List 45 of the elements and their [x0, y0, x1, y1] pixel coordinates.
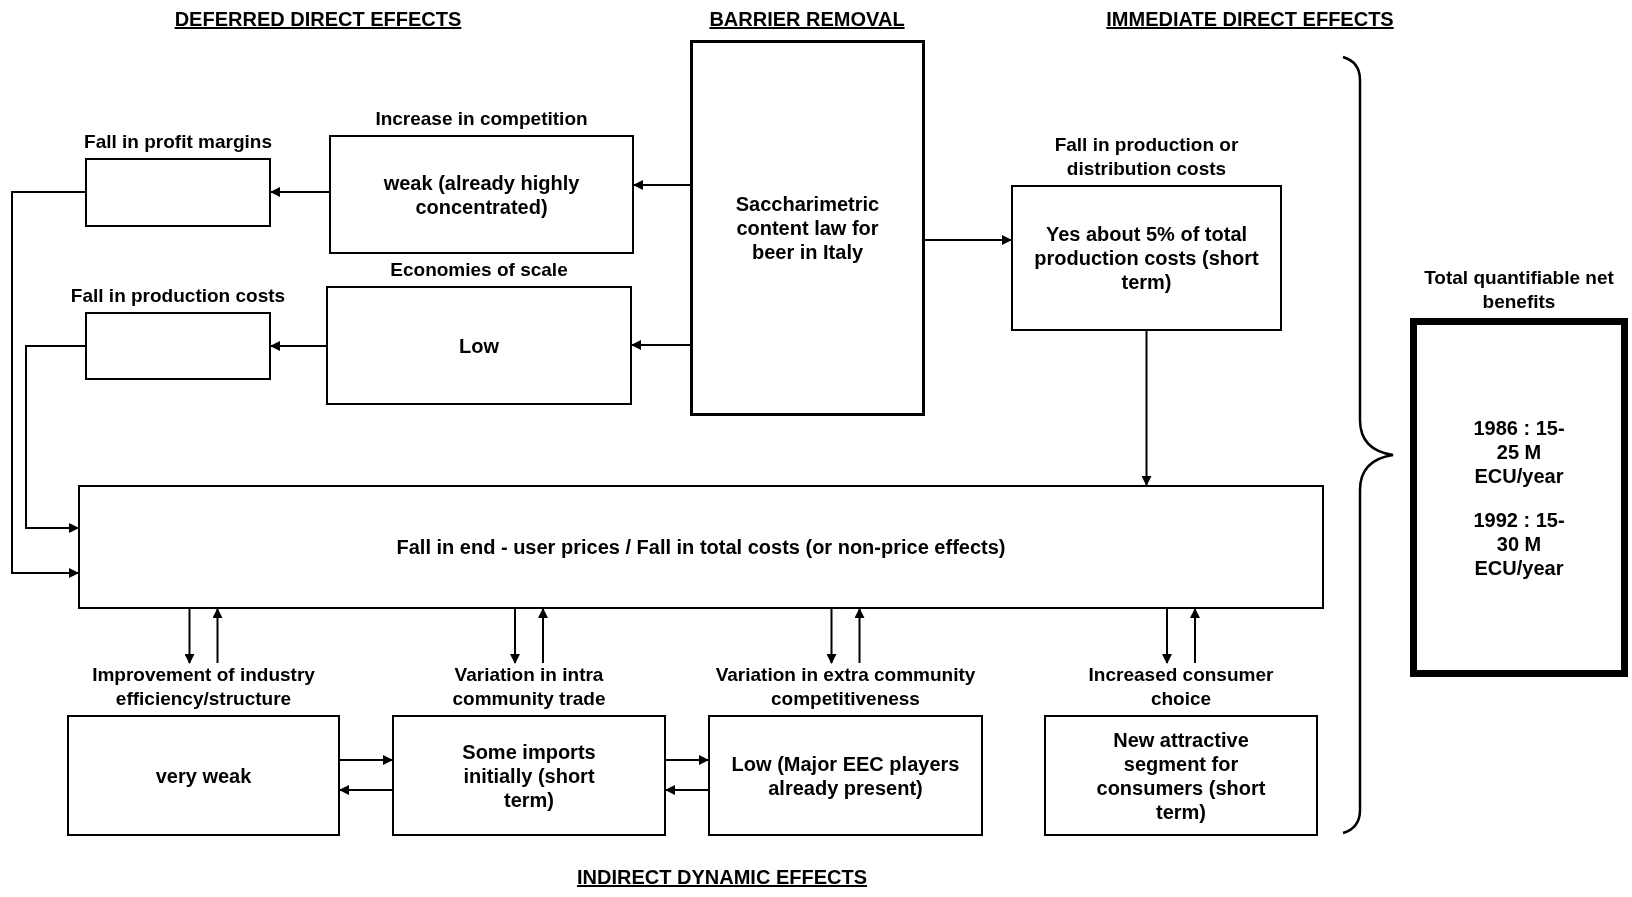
arrow — [924, 235, 1012, 245]
box-heading: Fall in production costs — [69, 284, 287, 308]
arrow — [826, 608, 837, 664]
box-heading: Total quantifiable net benefits — [1424, 266, 1614, 314]
box-text: Low (Major EEC players already present) — [730, 751, 961, 800]
box-text: Saccharimetric content law for beer in Italy — [734, 192, 881, 264]
section-heading: DEFERRED DIRECT EFFECTS — [174, 8, 462, 31]
arrow — [212, 608, 223, 664]
box-text: weak (already highly concentrated) — [382, 170, 581, 219]
arrow — [270, 187, 330, 197]
arrow — [1162, 608, 1172, 664]
arrow — [184, 608, 195, 664]
section-heading: BARRIER REMOVAL — [709, 8, 905, 31]
box-heading: Increase in competition — [374, 107, 589, 131]
box-text: very weak — [155, 763, 252, 788]
box-text: Some imports initially (short term) — [461, 739, 597, 812]
arrow — [633, 180, 691, 190]
arrow — [25, 345, 86, 533]
arrow — [665, 755, 709, 765]
arrow — [854, 608, 865, 664]
arrow — [339, 785, 393, 795]
box-text: Low — [459, 333, 499, 358]
arrow — [1190, 608, 1200, 664]
box-heading: Economies of scale — [389, 258, 569, 282]
box-text: New attractive segment for consumers (short term) — [1095, 727, 1267, 824]
box-heading: Fall in profit margins — [83, 130, 273, 154]
box-heading: Variation in extra community competitiveness — [714, 663, 977, 711]
arrow — [11, 191, 86, 578]
section-heading: IMMEDIATE DIRECT EFFECTS — [1106, 8, 1394, 31]
box-heading: Variation in intra community trade — [451, 663, 607, 711]
box-text: 1986 : 15-25 M ECU/year — [1472, 415, 1566, 488]
box-heading: Increased consumer choice — [1087, 663, 1275, 711]
box-text: Fall in end - user prices / Fall in total costs (or non-price effects) — [396, 535, 1006, 559]
arrow — [270, 341, 327, 351]
arrow — [631, 340, 691, 350]
arrow — [339, 755, 393, 765]
section-heading: INDIRECT DYNAMIC EFFECTS — [577, 866, 867, 889]
box-heading: Improvement of industry efficiency/structure — [91, 663, 316, 711]
arrow — [1141, 330, 1152, 486]
box-heading: Fall in production or distribution costs — [1053, 133, 1240, 181]
box-text: 1992 : 15-30 M ECU/year — [1472, 507, 1566, 580]
arrow — [665, 785, 709, 795]
arrow — [510, 608, 520, 664]
box-text: Yes about 5% of total production costs (short term) — [1033, 222, 1260, 294]
arrow — [538, 608, 548, 664]
